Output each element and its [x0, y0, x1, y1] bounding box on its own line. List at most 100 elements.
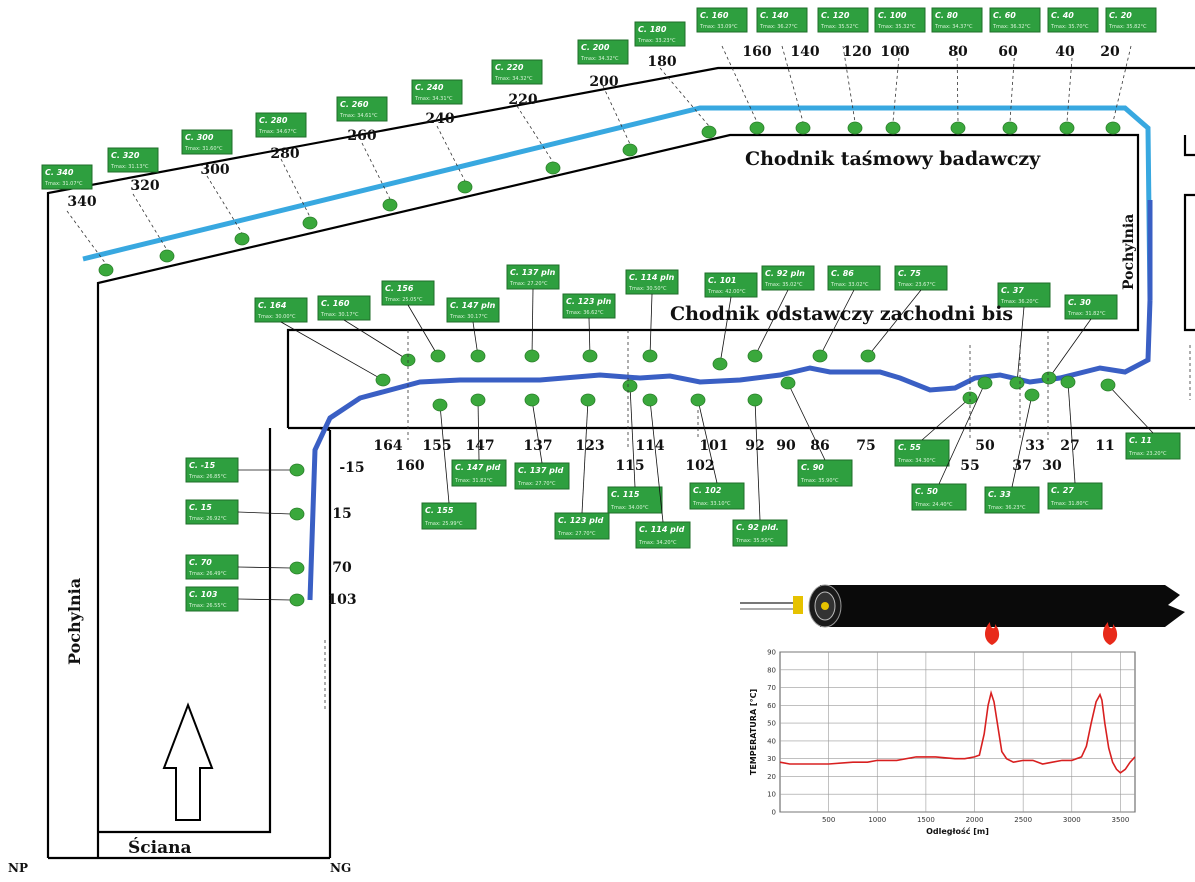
tag-title: C. 70	[189, 558, 212, 567]
tag-box	[181, 129, 233, 155]
chainage-number: 55	[960, 458, 979, 474]
tag-tmax: Tmax: 26.85°C	[188, 474, 227, 480]
tag-box	[1064, 294, 1118, 320]
chainage-number: 30	[1042, 458, 1062, 474]
tag-title: C. 100	[878, 11, 907, 20]
tag-box	[984, 486, 1040, 514]
tag-box	[554, 512, 610, 540]
chart-y-tick-label: 50	[767, 720, 776, 728]
chainage-number: 220	[508, 92, 537, 108]
chart-y-tick-label: 70	[767, 684, 776, 692]
chart-x-axis-label: Odległość [m]	[926, 826, 989, 836]
tag-title: C. 102	[693, 486, 722, 495]
tag-box	[1047, 482, 1103, 510]
chart-x-tick-label: 2500	[1014, 816, 1032, 824]
tag-tmax: Tmax: 31.82°C	[454, 478, 493, 484]
leader-line	[516, 105, 554, 163]
sensor-marker	[457, 180, 473, 194]
tag-tmax: Tmax: 35.82°C	[1108, 24, 1147, 30]
tag-tmax: Tmax: 34.31°C	[414, 96, 453, 102]
sensor-marker	[712, 357, 728, 371]
chainage-number: 80	[948, 44, 968, 60]
tag-tmax: Tmax: 31.60°C	[184, 146, 223, 152]
tag-title: C. 60	[993, 11, 1016, 20]
tag-title: C. 147 pld	[455, 463, 501, 472]
tag-title: C. 200	[581, 43, 610, 52]
leader-line	[819, 289, 855, 357]
tag-title: C. 240	[415, 83, 444, 92]
chainage-number: 140	[790, 44, 819, 60]
tag-title: C. 137 pln	[510, 268, 556, 277]
sensor-marker	[289, 593, 305, 607]
tag-box	[41, 164, 93, 190]
sensor-marker	[289, 561, 305, 575]
leader-line	[1016, 306, 1025, 384]
leader-line	[938, 382, 986, 485]
tag-title: C. 123 pld	[558, 516, 604, 525]
tag-tmax: Tmax: 23.67°C	[897, 282, 936, 288]
sensor-marker	[749, 121, 765, 135]
tag-title: C. 300	[185, 133, 214, 142]
chainage-number: 70	[332, 560, 352, 576]
tag-tmax: Tmax: 34.30°C	[897, 458, 936, 464]
chainage-number: 60	[998, 44, 1018, 60]
chainage-number: 240	[425, 111, 454, 127]
chainage-number: 180	[647, 54, 676, 70]
tag-box	[411, 79, 463, 105]
tag-box	[797, 459, 853, 487]
leader-line	[1067, 381, 1076, 484]
tag-tmax: Tmax: 31.07°C	[44, 181, 83, 187]
tag-tmax: Tmax: 30.17°C	[320, 312, 359, 318]
tag-tmax: Tmax: 33.10°C	[692, 501, 731, 507]
sensor-marker	[470, 393, 486, 407]
leader-line	[921, 397, 971, 441]
sensor-marker	[375, 373, 391, 387]
tag-tmax: Tmax: 25.05°C	[384, 297, 423, 303]
tag-title: C. 114 pld	[639, 525, 685, 534]
leader-line	[343, 319, 409, 361]
right-incline-label: Pochylnia	[1121, 214, 1137, 290]
sensor-marker	[1024, 388, 1040, 402]
sensor-marker	[642, 349, 658, 363]
tag-box	[756, 7, 808, 33]
leader-line	[1066, 45, 1074, 123]
tag-title: C. 33	[988, 490, 1011, 499]
tag-tmax: Tmax: 30.00°C	[257, 314, 296, 320]
leader-line	[781, 45, 804, 123]
tag-box	[1105, 7, 1157, 33]
chart-y-tick-label: 20	[767, 773, 776, 781]
sensor-marker	[860, 349, 876, 363]
chart-y-tick-label: 30	[767, 755, 776, 763]
tag-box	[635, 521, 691, 549]
leader-line	[439, 404, 450, 504]
tag-box	[185, 457, 239, 483]
tag-tmax: Tmax: 23.20°C	[1128, 451, 1167, 457]
chainage-number: 123	[575, 438, 604, 454]
leader-line	[531, 399, 543, 464]
leader-line	[132, 193, 168, 251]
chainage-number: 300	[200, 162, 229, 178]
tag-tmax: Tmax: 42.00°C	[707, 289, 746, 295]
tag-title: C. 260	[340, 100, 369, 109]
tag-box	[689, 482, 745, 510]
chainage-number: 103	[327, 592, 356, 608]
tag-tmax: Tmax: 35.70°C	[1050, 24, 1089, 30]
leader-line	[581, 399, 589, 514]
chainage-number: 164	[373, 438, 402, 454]
chainage-number: 260	[347, 128, 376, 144]
sensor-marker	[642, 393, 658, 407]
